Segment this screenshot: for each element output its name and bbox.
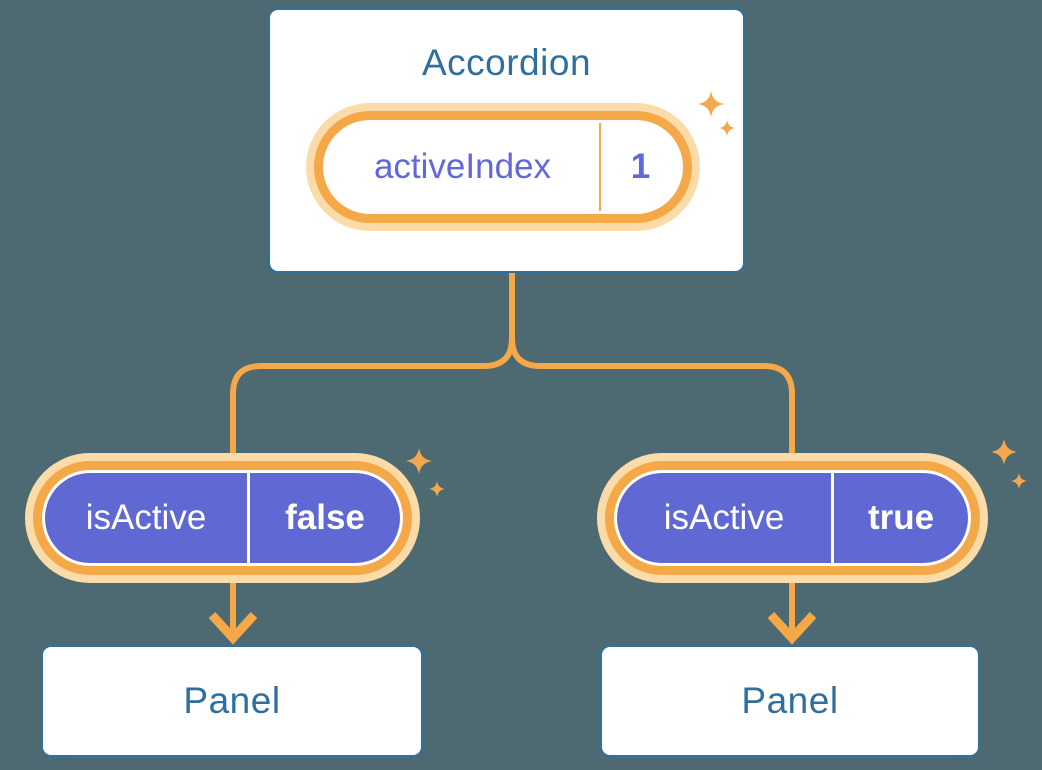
sparkle-icon [991, 439, 1017, 465]
state-value-label: 1 [630, 147, 651, 186]
right-down-arrowhead-icon [767, 611, 817, 645]
pill-divider [831, 473, 834, 563]
state-name-label: activeIndex [373, 147, 552, 186]
state-value-label: true [867, 498, 935, 537]
state-pill-ring: activeIndex 1 [314, 111, 692, 223]
panel-card-right: Panel [600, 645, 980, 757]
state-name-label: isActive [85, 498, 207, 537]
left-down-arrowhead-icon [208, 611, 258, 645]
pill-divider [599, 123, 601, 211]
active-index-state-pill: activeIndex 1 [306, 103, 700, 231]
panel-card-left: Panel [41, 645, 423, 757]
is-active-pill-false: isActive false [25, 453, 420, 583]
sparkle-icon [406, 448, 432, 474]
panel-label: Panel [183, 680, 281, 721]
sparkle-icon [1010, 472, 1028, 490]
state-name-label: isActive [663, 498, 785, 537]
panel-label: Panel [741, 680, 839, 721]
accordion-title: Accordion [421, 42, 592, 83]
state-pill-ring: isActive true [605, 461, 980, 575]
state-pill-ring: isActive false [33, 461, 412, 575]
state-value-label: false [285, 498, 365, 537]
sparkle-icon [428, 480, 446, 498]
is-active-pill-true: isActive true [597, 453, 988, 583]
